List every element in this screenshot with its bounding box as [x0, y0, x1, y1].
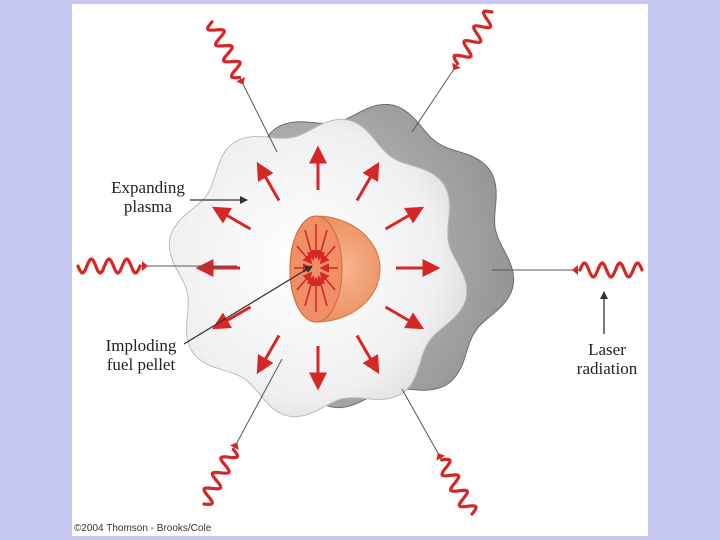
laser-fusion-diagram: [76, 9, 644, 516]
expansion-arrow: [384, 206, 425, 231]
laser-wave-icon: [452, 9, 494, 66]
expanding-plasma-label: Expanding plasma: [98, 178, 198, 216]
laser-radiation-line2: radiation: [576, 359, 638, 378]
expansion-arrow: [355, 161, 380, 202]
expansion-arrow: [384, 305, 425, 330]
laser-arrowhead: [572, 265, 578, 275]
laser-beam-line: [232, 358, 283, 450]
laser-arrowhead: [236, 77, 246, 85]
laser-arrowhead: [436, 452, 446, 461]
imploding-pellet-line1: Imploding: [105, 336, 177, 355]
expansion-arrow: [211, 305, 252, 330]
laser-radiation-line1: Laser: [588, 340, 626, 359]
implosion-arrow: [296, 271, 313, 291]
laser-wave-icon: [205, 20, 242, 80]
laser-beams: [76, 9, 644, 516]
laser-arrowhead: [229, 442, 239, 450]
laser-beam-line: [239, 77, 278, 153]
copyright-credit: ©2004 Thomson - Brooks/Cole: [74, 523, 212, 534]
expansion-arrows: [195, 145, 441, 391]
expansion-arrow: [355, 334, 380, 375]
implosion-arrow: [316, 229, 328, 261]
pellet-pointer: [183, 265, 313, 345]
imploding-pellet-line2: fuel pellet: [106, 355, 176, 374]
laser-beam-line: [411, 63, 459, 133]
expansion-arrow: [211, 206, 252, 231]
diagram-panel: Expanding plasma Imploding fuel pellet L…: [72, 4, 648, 536]
implosion-arrows: [294, 224, 338, 312]
expansion-arrow: [256, 334, 281, 375]
laser-wave-icon: [76, 257, 142, 275]
laser-radiation-label: Laser radiation: [564, 340, 648, 378]
laser-wave-icon: [440, 457, 478, 516]
laser-arrowhead: [452, 62, 461, 71]
implosion-arrow: [304, 275, 316, 307]
laser-wave-icon: [578, 261, 644, 279]
expansion-arrow: [256, 161, 281, 202]
imploding-pellet-label: Imploding fuel pellet: [94, 336, 188, 374]
implosion-arrow: [319, 245, 336, 265]
expanding-plasma-line2: plasma: [123, 197, 173, 216]
laser-wave-icon: [202, 447, 240, 507]
fuel-pellet: [289, 215, 381, 323]
expanding-plasma-line1: Expanding: [111, 178, 185, 197]
laser-arrowhead: [142, 261, 148, 271]
laser-beam-line: [401, 388, 443, 461]
